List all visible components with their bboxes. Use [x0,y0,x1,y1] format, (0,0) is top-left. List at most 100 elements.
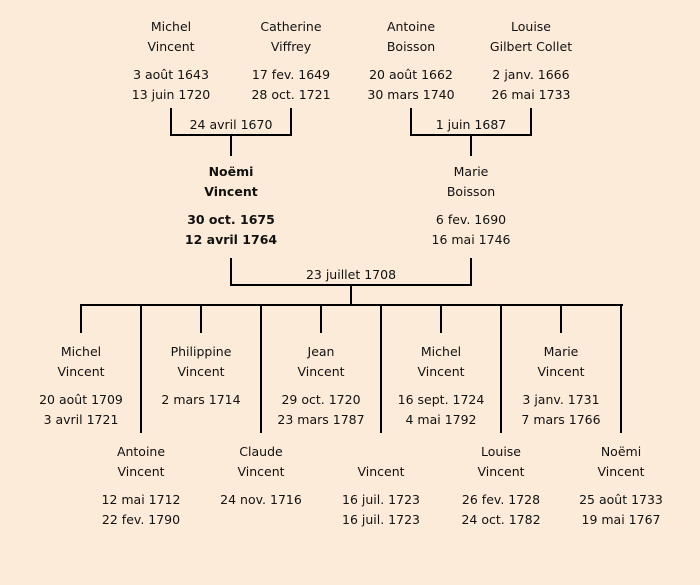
last-name: Boisson [386,39,436,54]
last-name: Vincent [204,184,258,199]
death-date: 3 avril 1721 [43,412,119,427]
birth-date: 25 août 1733 [579,492,663,507]
person-child[interactable]: Vincent 16 juil. 1723 16 juil. 1723 [321,442,441,530]
birth-date: 26 fev. 1728 [461,492,541,507]
last-name: Vincent [357,464,405,479]
death-date: 7 mars 1766 [521,412,601,427]
connector-line [350,284,352,306]
death-date: 19 mai 1767 [581,512,661,527]
first-name: Antoine [386,19,436,34]
person-grandparent[interactable]: Michel Vincent 3 août 1643 13 juin 1720 [111,17,231,105]
first-name: Marie [453,164,489,179]
death-date: 22 fev. 1790 [101,512,181,527]
child-connector [260,304,262,433]
last-name: Vincent [537,364,585,379]
marriage-date: 23 juillet 1708 [305,267,397,282]
child-connector [560,304,562,333]
last-name: Gilbert Collet [489,39,573,54]
person-parent-focus[interactable]: Noëmi Vincent 30 oct. 1675 12 avril 1764 [171,162,291,250]
last-name: Vincent [477,464,525,479]
first-name: Philippine [170,344,232,359]
person-grandparent[interactable]: Catherine Viffrey 17 fev. 1649 28 oct. 1… [231,17,351,105]
last-name: Vincent [597,464,645,479]
connector-line [470,258,472,286]
person-child[interactable]: Philippine Vincent 2 mars 1714 [141,342,261,430]
birth-date: 17 fev. 1649 [251,67,331,82]
last-name: Vincent [177,364,225,379]
first-name: Antoine [116,444,166,459]
connector-line [230,134,232,156]
last-name: Vincent [117,464,165,479]
last-name: Boisson [446,184,496,199]
birth-date: 16 sept. 1724 [397,392,485,407]
birth-date: 12 mai 1712 [101,492,181,507]
child-connector [500,304,502,433]
first-name: Noëmi [208,164,254,179]
last-name: Vincent [417,364,465,379]
birth-date: 2 janv. 1666 [492,67,570,82]
person-grandparent[interactable]: Antoine Boisson 20 août 1662 30 mars 174… [351,17,471,105]
first-name: Jean [307,344,335,359]
birth-date: 29 oct. 1720 [281,392,361,407]
death-date: 26 mai 1733 [491,87,571,102]
marriage-date: 1 juin 1687 [435,117,507,132]
death-date: 13 juin 1720 [131,87,211,102]
person-child[interactable]: Antoine Vincent 12 mai 1712 22 fev. 1790 [81,442,201,530]
person-child[interactable]: Louise Vincent 26 fev. 1728 24 oct. 1782 [441,442,561,530]
first-name: Noëmi [600,444,642,459]
birth-date: 6 fev. 1690 [435,212,507,227]
death-date: 12 avril 1764 [184,232,278,247]
connector-line [530,108,532,136]
connector-line [170,108,172,136]
person-child[interactable]: Claude Vincent 24 nov. 1716 [201,442,321,530]
birth-date: 2 mars 1714 [161,392,241,407]
person-child[interactable]: Marie Vincent 3 janv. 1731 7 mars 1766 [501,342,621,430]
death-date: 16 juil. 1723 [342,512,420,527]
connector-line [410,108,412,136]
last-name: Vincent [297,364,345,379]
marriage-date: 24 avril 1670 [189,117,273,132]
birth-date: 24 nov. 1716 [220,492,302,507]
child-connector [440,304,442,333]
first-name: Marie [543,344,579,359]
first-name: Catherine [260,19,322,34]
birth-date: 30 oct. 1675 [187,212,275,227]
first-name: Michel [60,344,102,359]
last-name: Viffrey [270,39,312,54]
child-connector [200,304,202,333]
person-child[interactable]: Noëmi Vincent 25 août 1733 19 mai 1767 [561,442,681,530]
birth-date: 3 janv. 1731 [522,392,600,407]
person-child[interactable]: Michel Vincent 16 sept. 1724 4 mai 1792 [381,342,501,430]
person-grandparent[interactable]: Louise Gilbert Collet 2 janv. 1666 26 ma… [471,17,591,105]
child-connector [140,304,142,433]
death-date: 30 mars 1740 [367,87,455,102]
first-name: Michel [420,344,462,359]
connector-line [230,258,232,286]
person-child[interactable]: Michel Vincent 20 août 1709 3 avril 1721 [21,342,141,430]
death-date: 28 oct. 1721 [251,87,331,102]
first-name [321,442,441,462]
death-date [141,410,261,430]
first-name: Louise [511,19,551,34]
last-name: Vincent [147,39,195,54]
child-connector [380,304,382,433]
death-date: 4 mai 1792 [405,412,477,427]
birth-date: 16 juil. 1723 [342,492,420,507]
person-parent-spouse[interactable]: Marie Boisson 6 fev. 1690 16 mai 1746 [411,162,531,250]
children-bar [80,304,623,306]
first-name: Louise [481,444,521,459]
death-date: 24 oct. 1782 [461,512,541,527]
death-date: 23 mars 1787 [277,412,365,427]
birth-date: 20 août 1709 [39,392,123,407]
death-date [201,510,321,530]
connector-line [470,134,472,156]
connector-line [290,108,292,136]
last-name: Vincent [57,364,105,379]
child-connector [320,304,322,333]
person-child[interactable]: Jean Vincent 29 oct. 1720 23 mars 1787 [261,342,381,430]
first-name: Michel [150,19,192,34]
child-connector [620,304,622,433]
child-connector [80,304,82,333]
first-name: Claude [239,444,283,459]
